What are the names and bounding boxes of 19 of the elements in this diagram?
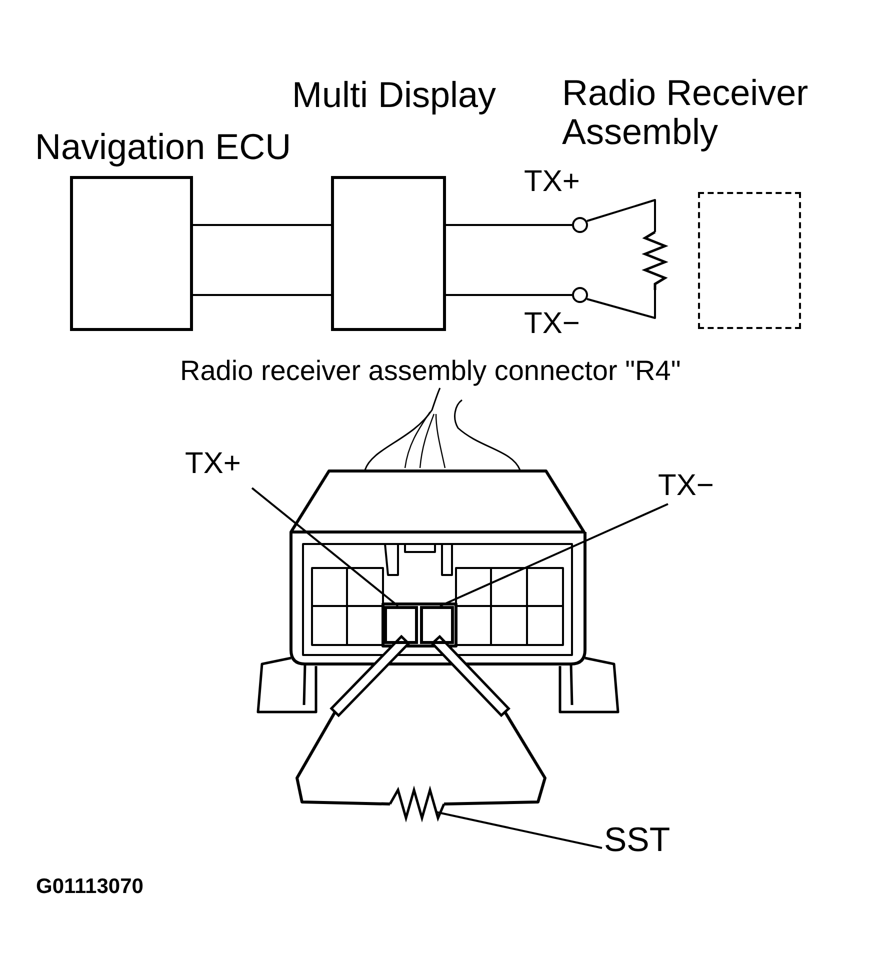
terminal-label: TX+ [524, 166, 581, 198]
drawing-caption: Radio receiver assembly connector "R4" [180, 356, 681, 386]
component-label: Radio Receiver Assembly [562, 74, 810, 152]
terminal-label: TX+ [185, 448, 242, 480]
wire [446, 294, 572, 296]
tool-label: SST [604, 822, 672, 859]
wire [586, 290, 656, 319]
wire [446, 224, 572, 226]
wire [586, 199, 656, 232]
leader-line [251, 487, 399, 607]
figure-code: G01113070 [36, 876, 144, 899]
leader-line [440, 503, 668, 607]
wire [193, 224, 331, 226]
terminal-label: TX− [658, 470, 715, 502]
terminal-label: TX− [524, 308, 581, 340]
component-label: Multi Display [292, 76, 498, 115]
wire [193, 294, 331, 296]
component-label: Navigation ECU [35, 128, 292, 167]
leader-line [436, 811, 602, 849]
